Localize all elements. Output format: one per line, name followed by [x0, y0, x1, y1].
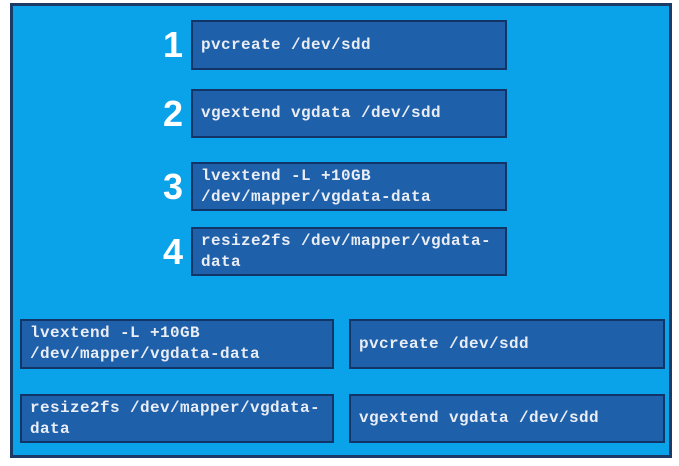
command-text: resize2fs /dev/mapper/vgdata-: [30, 398, 321, 417]
answer-option-resize2fs[interactable]: resize2fs /dev/mapper/vgdata- data: [20, 394, 334, 443]
slot-number-3: 3: [162, 165, 183, 207]
command-text: resize2fs /dev/mapper/vgdata-: [201, 231, 492, 250]
command-text: /dev/mapper/vgdata-data: [201, 187, 432, 206]
command-text: data: [30, 419, 71, 438]
command-text: pvcreate /dev/sdd: [201, 35, 372, 54]
sequence-slot-4[interactable]: resize2fs /dev/mapper/vgdata- data: [191, 227, 507, 276]
answer-option-vgextend[interactable]: vgextend vgdata /dev/sdd: [349, 394, 665, 443]
command-text: /dev/mapper/vgdata-data: [30, 345, 261, 363]
command-text: lvextend -L +10GB: [30, 324, 201, 342]
slot-number-1: 1: [162, 24, 183, 65]
command-text: lvextend -L +10GB: [201, 166, 372, 185]
slot-number-4: 4: [162, 230, 183, 272]
answer-option-pvcreate[interactable]: pvcreate /dev/sdd: [349, 319, 665, 369]
command-text: vgextend vgdata /dev/sdd: [201, 104, 442, 122]
question-panel: 1 pvcreate /dev/sdd 2 vgextend vgdata /d…: [10, 3, 672, 458]
answer-option-lvextend[interactable]: lvextend -L +10GB /dev/mapper/vgdata-dat…: [20, 319, 334, 369]
sequence-slot-1[interactable]: pvcreate /dev/sdd: [191, 20, 507, 70]
command-text: pvcreate /dev/sdd: [359, 334, 530, 353]
sequence-slot-3[interactable]: lvextend -L +10GB /dev/mapper/vgdata-dat…: [191, 162, 507, 211]
slot-number-2: 2: [162, 92, 183, 134]
sequence-slot-2[interactable]: vgextend vgdata /dev/sdd: [191, 89, 507, 138]
command-text: data: [201, 252, 242, 271]
command-text: vgextend vgdata /dev/sdd: [359, 409, 600, 427]
